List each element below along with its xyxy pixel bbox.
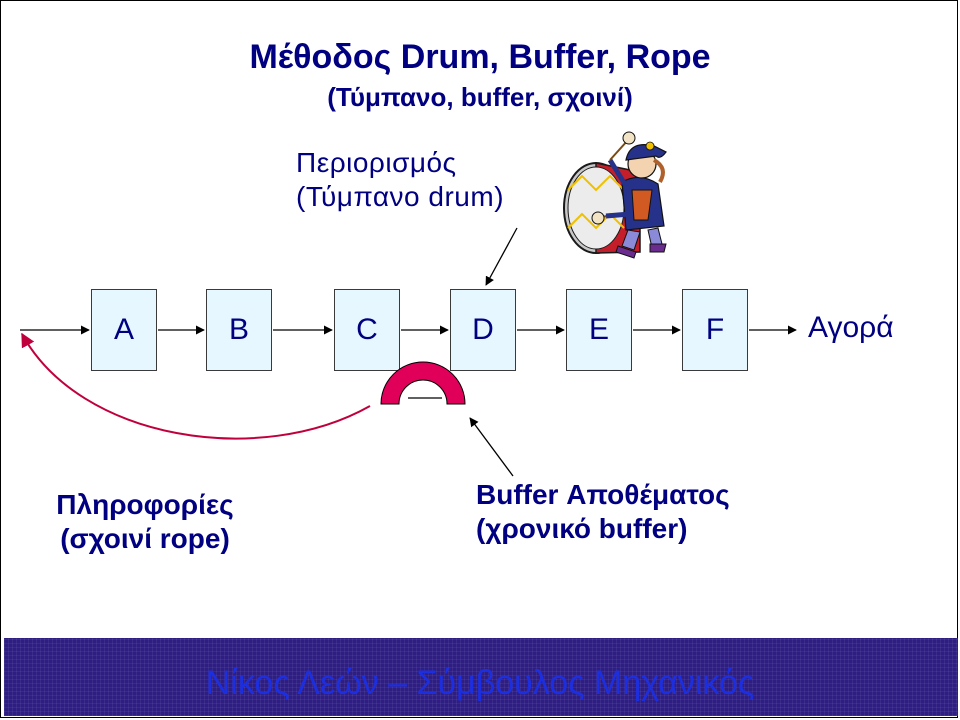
process-step-label: F bbox=[705, 313, 725, 346]
buffer-arch-icon bbox=[380, 361, 466, 405]
rope-label-line1: Πληροφορίες bbox=[56, 489, 234, 520]
process-step-b: B bbox=[206, 289, 272, 371]
process-step-a: A bbox=[91, 289, 157, 371]
buffer-pointer-arrow bbox=[469, 417, 514, 477]
rope-label-line2: (σχοινί rope) bbox=[60, 523, 230, 554]
constraint-label: Περιορισμός (Τύμπανο drum) bbox=[296, 146, 504, 214]
drummer-icon bbox=[563, 131, 667, 259]
constraint-label-line2: (Τύμπανο drum) bbox=[296, 181, 505, 212]
rope-curve bbox=[21, 332, 371, 440]
process-step-c: C bbox=[334, 289, 400, 371]
footer-bar bbox=[4, 638, 958, 716]
constraint-label-line1: Περιορισμός bbox=[296, 147, 457, 178]
process-step-label: C bbox=[356, 313, 378, 346]
process-step-label: B bbox=[228, 313, 249, 346]
buffer-label-line2: (χρονικό buffer) bbox=[476, 513, 688, 544]
process-step-label: D bbox=[472, 313, 494, 346]
process-step-label: E bbox=[588, 313, 609, 346]
slide-title: Μέθοδος Drum, Buffer, Rope bbox=[249, 38, 711, 76]
rope-label: Πληροφορίες (σχοινί rope) bbox=[40, 488, 250, 556]
market-label: Αγορά bbox=[808, 311, 894, 344]
process-step-label: A bbox=[113, 313, 134, 346]
process-step-f: F bbox=[682, 289, 748, 371]
footer-author: Νίκος Λεών – Σύμβουλος Μηχανικός bbox=[205, 664, 755, 702]
process-step-e: E bbox=[566, 289, 632, 371]
buffer-label-line1: Buffer Αποθέματος bbox=[476, 479, 730, 510]
process-step-d: D bbox=[450, 289, 516, 371]
buffer-label: Buffer Αποθέματος (χρονικό buffer) bbox=[476, 478, 730, 546]
slide-subtitle: (Τύμπανο, buffer, σχοινί) bbox=[327, 82, 633, 112]
constraint-pointer-arrow bbox=[485, 227, 518, 286]
